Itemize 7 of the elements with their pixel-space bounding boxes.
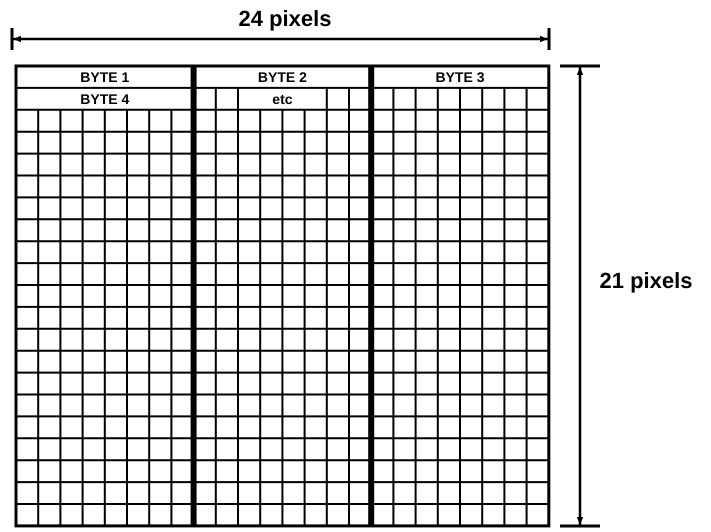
byte-label: etc — [270, 92, 295, 106]
byte-label: BYTE 1 — [78, 70, 132, 84]
dimension-label: 21 pixels — [598, 270, 694, 292]
byte-label: BYTE 4 — [78, 92, 132, 106]
byte-label: BYTE 3 — [433, 70, 486, 84]
byte-label: BYTE 2 — [256, 70, 309, 84]
dimension-label: 24 pixels — [236, 8, 334, 30]
